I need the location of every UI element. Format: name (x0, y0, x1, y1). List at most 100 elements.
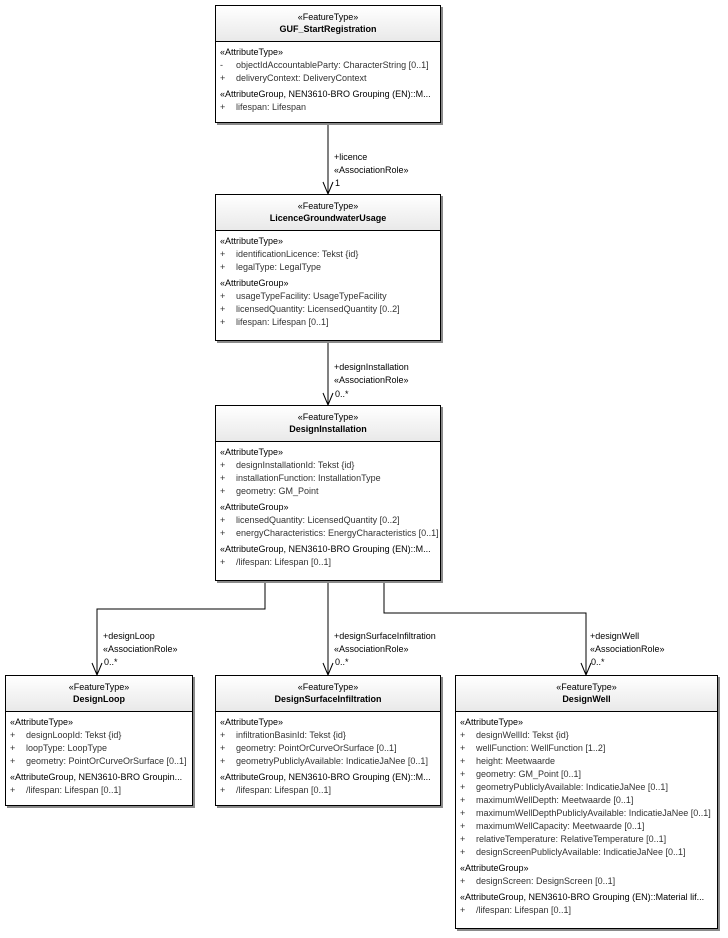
section-stereotype: «AttributeGroup» (220, 278, 289, 288)
section-stereotype: «AttributeGroup, NEN3610-BRO Groupin... (10, 772, 183, 782)
attribute-text: infiltrationBasinId: Tekst {id} (236, 730, 346, 740)
attribute-visibility: + (220, 557, 226, 567)
class-name: DesignInstallation (289, 424, 367, 434)
attribute-section: «AttributeType»+designInstallationId: Te… (220, 446, 436, 498)
attribute-row: + geometryPubliclyAvailable: IndicatieJaN… (460, 781, 713, 794)
assoc-loop-role: +designLoop (103, 631, 155, 641)
attribute-row: +/lifespan: Lifespan [0..1] (10, 784, 188, 797)
class-name: DesignWell (562, 694, 611, 704)
attribute-section: «AttributeGroup»+licensedQuantity: Licen… (220, 501, 439, 540)
class-attributes: «AttributeType»+identificationLicence: T… (216, 231, 440, 334)
attribute-row: + relativeTemperature: RelativeTemperatur… (460, 833, 713, 846)
attribute-text: designInstallationId: Tekst {id} (236, 460, 355, 470)
class-header: «FeatureType» DesignWell (456, 676, 717, 712)
attribute-row: + height: Meetwaarde (460, 755, 713, 768)
assoc-installation-role: +designInstallation (334, 362, 409, 372)
attribute-row: +geometry: PointOrCurveOrSurface [0..1] (220, 742, 436, 755)
section-stereotype: «AttributeGroup, NEN3610-BRO Grouping (E… (220, 544, 431, 554)
attribute-text: usageTypeFacility: UsageTypeFacility (236, 291, 387, 301)
attribute-row: + infiltrationBasinId: Tekst {id} (220, 729, 436, 742)
attribute-text: designLoopId: Tekst {id} (26, 730, 122, 740)
attribute-visibility: + (10, 785, 16, 795)
attribute-visibility: + (220, 785, 226, 795)
attribute-row: +identificationLicence: Tekst {id} (220, 248, 436, 261)
section-stereotype: «AttributeType» (220, 236, 284, 246)
attribute-section: «AttributeGroup, NEN3610-BRO Groupin... +… (10, 771, 188, 797)
class-design-loop[interactable]: «FeatureType» DesignLoop «AttributeType»… (5, 675, 193, 806)
attribute-text: geometryPubliclyAvailable: IndicatieJaNe… (476, 782, 668, 792)
section-stereotype: «AttributeGroup» (220, 502, 289, 512)
class-design-installation[interactable]: «FeatureType» DesignInstallation «Attrib… (215, 405, 441, 581)
attribute-visibility: + (460, 834, 466, 844)
assoc-licence-role: +licence (334, 152, 368, 162)
attribute-text: lifespan: Lifespan (236, 102, 307, 112)
class-design-well[interactable]: «FeatureType» DesignWell «AttributeType»… (455, 675, 718, 929)
attribute-visibility: + (460, 756, 466, 766)
attribute-row: +legalType: LegalType (220, 261, 436, 274)
attribute-visibility: + (220, 73, 226, 83)
attribute-text: relativeTemperature: RelativeTemperature… (476, 834, 667, 844)
attribute-row: +lifespan: Lifespan (220, 101, 436, 114)
section-stereotype: «AttributeGroup, NEN3610-BRO Grouping (E… (220, 89, 431, 99)
attribute-visibility: + (10, 743, 16, 753)
attribute-section: «AttributeGroup, NEN3610-BRO Grouping (E… (460, 891, 713, 917)
attribute-text: geometryPubliclyAvailable: IndicatieJaNe… (236, 756, 428, 766)
attribute-visibility: + (220, 262, 226, 272)
attribute-row: +wellFunction: WellFunction [1..2] (460, 742, 713, 755)
assoc-surface-stereotype: «AssociationRole» (334, 644, 409, 654)
attribute-text: deliveryContext: DeliveryContext (236, 73, 367, 83)
attribute-text: /lifespan: Lifespan [0..1] (236, 557, 332, 567)
section-stereotype: «AttributeGroup, NEN3610-BRO Grouping (E… (220, 772, 431, 782)
attribute-visibility: + (460, 782, 466, 792)
attribute-text: height: Meetwaarde (476, 756, 556, 766)
attribute-visibility: + (460, 769, 466, 779)
class-attributes: «AttributeType»-objectIdAccountableParty… (216, 42, 440, 119)
attribute-section: «AttributeGroup»+designScreen: DesignScr… (460, 862, 713, 888)
attribute-visibility: + (220, 291, 226, 301)
class-stereotype: «FeatureType» (297, 201, 359, 211)
attribute-visibility: + (220, 304, 226, 314)
attribute-row: +designScreenPubliclyAvailable: Indicati… (460, 846, 713, 859)
attribute-visibility: + (460, 905, 466, 915)
attribute-text: installationFunction: InstallationType (236, 473, 381, 483)
attribute-row: +installationFunction: InstallationType (220, 472, 436, 485)
class-design-surface-infiltration[interactable]: «FeatureType» DesignSurfaceInfiltration … (215, 675, 441, 806)
attribute-visibility: + (10, 730, 16, 740)
attribute-visibility: + (220, 730, 226, 740)
class-licence-groundwater-usage[interactable]: «FeatureType» LicenceGroundwaterUsage «A… (215, 194, 441, 341)
class-name: GUF_StartRegistration (279, 24, 377, 34)
class-header: «FeatureType» DesignSurfaceInfiltration (216, 676, 440, 712)
attribute-text: geometry: GM_Point (236, 486, 319, 496)
association-line-loop (96, 581, 266, 675)
attribute-section: «AttributeType»+identificationLicence: T… (220, 235, 436, 274)
attribute-text: maximumWellDepthPubliclyAvailable: Indic… (476, 808, 711, 818)
class-name: DesignSurfaceInfiltration (274, 694, 382, 704)
attribute-section: «AttributeType»-objectIdAccountableParty… (220, 46, 436, 85)
assoc-installation-stereotype: «AssociationRole» (334, 375, 409, 385)
attribute-section: «AttributeType»+designLoopId: Tekst {id}… (10, 716, 188, 768)
class-name: LicenceGroundwaterUsage (269, 213, 387, 223)
attribute-visibility: + (220, 486, 226, 496)
class-guf-start-registration[interactable]: «FeatureType» GUF_StartRegistration «Att… (215, 5, 441, 123)
attribute-visibility: + (460, 730, 466, 740)
attribute-text: designScreenPubliclyAvailable: Indicatie… (476, 847, 686, 857)
attribute-text: licensedQuantity: LicensedQuantity [0..2… (236, 515, 400, 525)
attribute-text: geometry: PointOrCurveOrSurface [0..1] (236, 743, 397, 753)
attribute-section: «AttributeGroup, NEN3610-BRO Grouping (E… (220, 771, 436, 797)
attribute-row: + /lifespan: Lifespan [0..1] (220, 556, 436, 569)
attribute-visibility: + (460, 795, 466, 805)
attribute-text: licensedQuantity: LicensedQuantity [0..2… (236, 304, 400, 314)
assoc-loop-stereotype: «AssociationRole» (103, 644, 178, 654)
attribute-visibility: + (10, 756, 16, 766)
section-stereotype: «AttributeGroup, NEN3610-BRO Grouping (E… (460, 892, 705, 902)
association-line-well (383, 581, 587, 675)
class-header: «FeatureType» GUF_StartRegistration (216, 6, 440, 42)
attribute-row: + usageTypeFacility: UsageTypeFacility (220, 290, 436, 303)
attribute-row: + licensedQuantity: LicensedQuantity [0..… (220, 303, 436, 316)
class-attributes: «AttributeType»+infiltrationBasinId: Tek… (216, 712, 440, 802)
attribute-text: identificationLicence: Tekst {id} (236, 249, 359, 259)
attribute-visibility: + (460, 821, 466, 831)
class-header: «FeatureType» LicenceGroundwaterUsage (216, 195, 440, 231)
class-attributes: «AttributeType»+designLoopId: Tekst {id}… (6, 712, 192, 802)
attribute-visibility: + (460, 808, 466, 818)
